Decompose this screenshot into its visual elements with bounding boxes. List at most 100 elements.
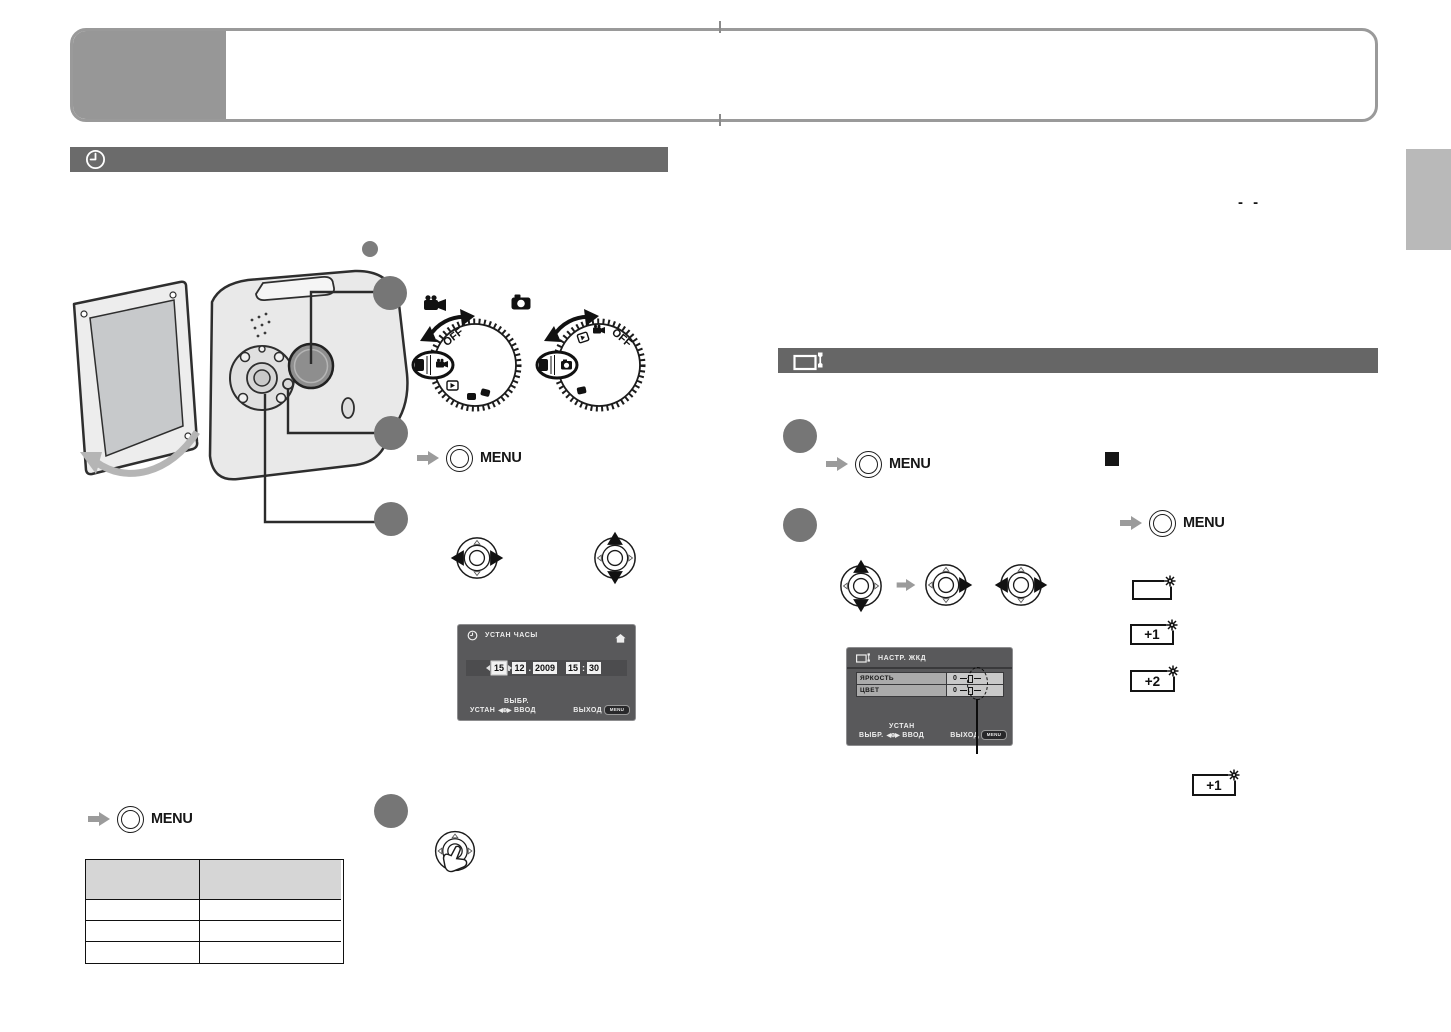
table-header-cell — [86, 860, 200, 900]
menu-button-icon — [855, 450, 882, 478]
dial-movie-icon — [593, 324, 605, 334]
slider-callout-line — [976, 699, 978, 754]
subsection-bullet-square — [1105, 452, 1119, 466]
step-circle-3 — [374, 502, 408, 536]
step-circle-1 — [783, 419, 817, 453]
color-label: ЦВЕТ — [857, 685, 947, 696]
table-header-cell — [200, 860, 341, 900]
speaker-dots — [250, 312, 271, 338]
mode-dial-photo: OFF — [535, 309, 646, 412]
lcd-setup-icon — [856, 653, 870, 663]
hour-field: 15 — [566, 662, 581, 674]
lcd-backlight-plus1-icon: +1 — [1130, 619, 1178, 645]
step-circle-2 — [783, 508, 817, 542]
clock-section-heading-bar — [70, 147, 668, 172]
month-field: 12 — [512, 662, 527, 674]
press-menu-instruction: MENU — [88, 805, 193, 833]
callout-line-3 — [263, 394, 375, 524]
menu-button-label: MENU — [480, 450, 522, 466]
dpad-up-down-icon — [840, 559, 882, 613]
menu-button-label: MENU — [151, 811, 193, 827]
dpad-left-right-icon — [450, 537, 504, 579]
dial-playback-icon — [576, 331, 590, 344]
screen-footer: УСТАН ◀⊕▶ ВВОД ВЫХОД MENU — [470, 705, 630, 715]
table-cell — [200, 942, 341, 963]
joystick-press-icon — [434, 830, 476, 873]
block-arrow-icon — [88, 812, 110, 826]
lcd-section-heading-bar — [778, 348, 1378, 373]
menu-button-label: MENU — [1183, 515, 1225, 531]
select-hint: ВЫБР. — [504, 698, 530, 705]
column-divider-mark — [719, 114, 721, 126]
lcd-backlight-plus2-icon: +2 — [1130, 665, 1179, 692]
block-arrow-icon — [826, 457, 848, 471]
minute-field: 30 — [587, 662, 602, 674]
table-cell — [86, 942, 200, 963]
menu-button-icon — [117, 805, 144, 833]
table-cell — [86, 921, 200, 942]
open-arrow — [93, 430, 200, 477]
camcorder-illustration — [72, 269, 409, 524]
screen-footer: ВЫБР. ◀⊕▶ ВВОД ВЫХОД MENU — [859, 730, 1007, 740]
movie-camera-icon — [424, 295, 446, 311]
menu-badge: MENU — [604, 705, 630, 715]
dpad-left-right-icon — [994, 564, 1048, 606]
joystick-glyph: ◀⊕▶ — [886, 732, 900, 739]
title-divider — [847, 667, 1012, 669]
clock-set-screen: УСТАН ЧАСЫ 15 . 12 . 2009 15 : 30 ВЫБР. … — [458, 625, 635, 720]
brightness-label: ЯРКОСТЬ — [857, 673, 947, 685]
lcd-setup-icon — [793, 352, 823, 370]
clock-icon — [467, 630, 478, 641]
slider-highlight-ellipse — [967, 667, 988, 700]
joystick-glyph: ◀⊕▶ — [498, 707, 511, 714]
sun-icon — [1167, 665, 1179, 677]
home-icon — [615, 630, 626, 648]
press-menu-instruction: MENU — [417, 444, 522, 472]
menu-button-icon — [446, 444, 473, 472]
block-arrow-icon — [1120, 516, 1142, 530]
lcd-screen-title: НАСТР. ЖКД — [878, 654, 927, 662]
hand-finger — [442, 845, 468, 873]
callout-line-1 — [309, 290, 375, 364]
dial-window-movie-icon — [436, 358, 448, 368]
page-header — [70, 28, 1378, 122]
year-field: 2009 — [533, 662, 558, 674]
sun-icon — [1166, 619, 1178, 631]
still-camera-icon — [511, 294, 531, 310]
set-hint: УСТАН — [889, 723, 915, 730]
page-header-tab — [73, 31, 226, 119]
dial-window-photo-icon — [561, 359, 572, 370]
list-bullet-dot — [362, 241, 378, 257]
sun-icon — [1164, 575, 1176, 587]
block-arrow-icon — [417, 451, 439, 465]
clock-screen-title: УСТАН ЧАСЫ — [485, 632, 538, 639]
block-arrow-icon — [896, 579, 916, 591]
lcd-backlight-plus1-inline-icon: +1 — [1192, 769, 1240, 796]
step-circle-1 — [373, 276, 407, 310]
step-circle-4 — [374, 794, 408, 828]
step-circle-2 — [374, 416, 408, 450]
lcd-backlight-normal-icon — [1132, 575, 1176, 600]
menu-button-icon — [1149, 509, 1176, 537]
table-cell — [200, 900, 341, 921]
page-reference-dashes: - - — [1238, 194, 1262, 211]
dpad-up-down-icon — [594, 531, 636, 585]
press-menu-instruction: MENU — [826, 450, 931, 478]
lcd-setup-screen: НАСТР. ЖКД ЯРКОСТЬ 0 ЦВЕТ 0 УСТАН ВЫБР. … — [847, 648, 1012, 745]
lcd-screen-title-row: НАСТР. ЖКД — [856, 653, 926, 663]
dpad-right-icon — [925, 564, 973, 606]
date-time-fields: 15 . 12 . 2009 15 : 30 — [466, 660, 627, 676]
sun-icon — [1228, 769, 1240, 781]
column-divider-mark — [719, 21, 721, 33]
day-field: 15 — [485, 662, 512, 674]
clock-icon — [85, 149, 106, 170]
menu-button-label: MENU — [889, 456, 931, 472]
clock-screen-title-row: УСТАН ЧАСЫ — [467, 630, 538, 641]
side-tab — [1406, 149, 1451, 250]
callout-line-2 — [286, 388, 375, 435]
table-cell — [86, 900, 200, 921]
dial-playback-icon — [446, 380, 459, 391]
press-menu-instruction: MENU — [1120, 509, 1225, 537]
table-cell — [200, 921, 341, 942]
